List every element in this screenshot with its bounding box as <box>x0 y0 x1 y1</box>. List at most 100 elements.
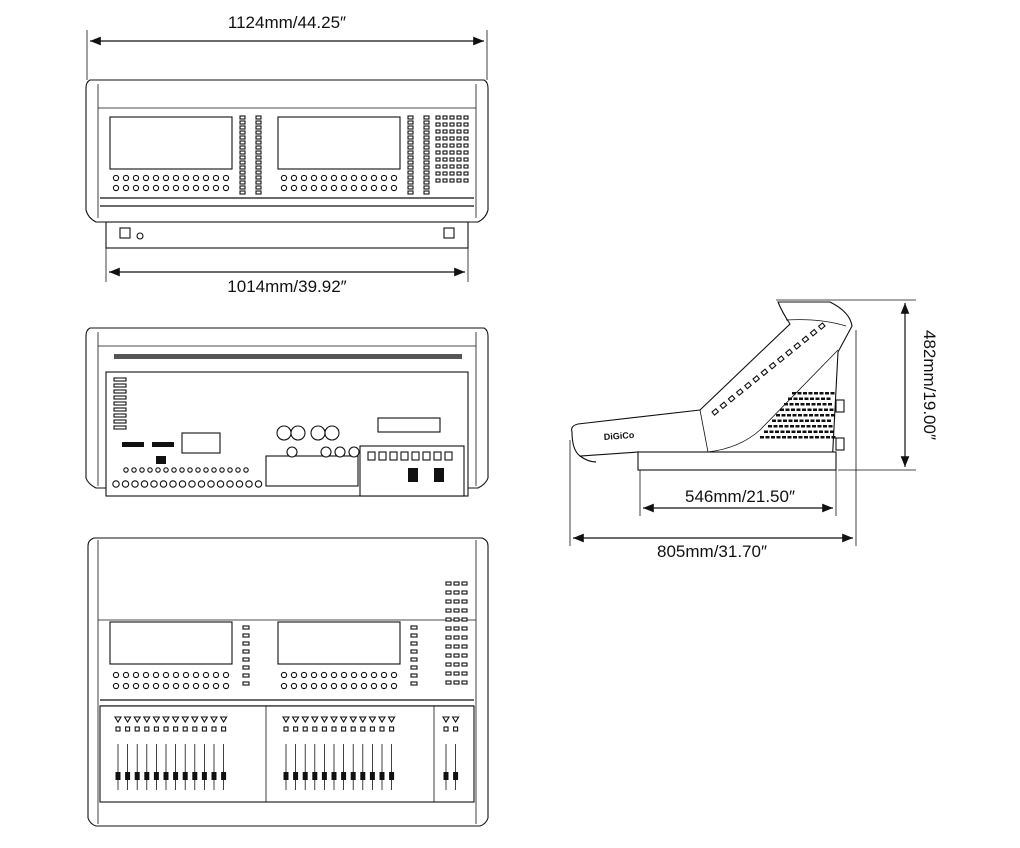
top-fader-strip <box>114 716 460 790</box>
vent-slot <box>788 419 793 422</box>
button <box>239 190 246 195</box>
button <box>461 635 468 640</box>
button <box>435 157 441 162</box>
vent-slot <box>783 419 787 422</box>
fader-cap <box>360 772 366 780</box>
vent-slot <box>771 436 775 439</box>
button <box>456 164 462 169</box>
button <box>239 125 246 130</box>
button <box>407 130 414 135</box>
button <box>463 129 469 134</box>
vent-slot <box>820 436 825 439</box>
knob <box>310 682 318 690</box>
button <box>221 726 227 732</box>
button <box>163 726 169 732</box>
button <box>461 608 468 613</box>
vent-slot <box>799 397 803 400</box>
button <box>255 120 262 125</box>
vent-slot <box>785 408 790 411</box>
button <box>445 662 452 667</box>
connector <box>163 467 169 473</box>
button <box>463 122 469 127</box>
button <box>239 115 246 120</box>
button <box>445 581 452 586</box>
select-triangle <box>310 716 319 724</box>
knob <box>390 174 398 182</box>
button <box>456 129 462 134</box>
select-triangle <box>358 716 367 724</box>
button <box>407 165 414 170</box>
vent-slot <box>798 414 802 417</box>
vent-slot <box>797 392 802 395</box>
connector <box>113 419 127 424</box>
connector <box>188 480 196 488</box>
vent-slot <box>804 436 808 439</box>
vent-slot <box>810 397 814 400</box>
button <box>255 125 262 130</box>
button <box>242 633 250 638</box>
vent-slot <box>826 436 830 439</box>
knob <box>202 174 210 182</box>
select-triangle <box>210 716 218 724</box>
knob <box>192 682 200 690</box>
vent-slot <box>780 430 785 433</box>
vent-slot <box>786 430 790 433</box>
vent-slot <box>792 392 796 395</box>
button <box>239 160 246 165</box>
button <box>423 130 430 135</box>
knob <box>192 174 200 182</box>
connector <box>219 467 225 473</box>
vent-slot <box>809 414 813 417</box>
button <box>423 155 430 160</box>
button <box>463 178 469 183</box>
connector <box>411 451 420 461</box>
select-triangle <box>200 716 209 724</box>
button <box>435 115 441 120</box>
connector <box>123 467 129 473</box>
knob <box>320 184 328 192</box>
knob <box>300 174 308 182</box>
vent-slot <box>814 414 819 417</box>
control <box>785 348 793 357</box>
button <box>423 190 430 195</box>
button <box>442 143 448 148</box>
vent-slot <box>792 414 797 417</box>
front-knob-row <box>112 174 398 192</box>
vent-slot <box>812 425 816 428</box>
fader-cap <box>163 772 169 780</box>
top-button-columns <box>242 581 468 686</box>
button <box>435 150 441 155</box>
vent-slot <box>813 408 817 411</box>
fader-cap <box>201 772 207 780</box>
button <box>410 641 418 646</box>
button <box>435 164 441 169</box>
knob <box>350 671 358 679</box>
knob <box>280 184 288 192</box>
button <box>463 171 469 176</box>
button <box>453 680 460 685</box>
connector <box>179 467 185 473</box>
knob <box>162 671 170 679</box>
select-triangle <box>123 716 132 724</box>
knob <box>390 184 398 192</box>
button <box>442 157 448 162</box>
fader-cap <box>144 772 150 780</box>
button <box>407 175 414 180</box>
vent-slot <box>776 414 780 417</box>
knob <box>212 671 220 679</box>
knob <box>142 174 150 182</box>
vent-slot <box>816 419 820 422</box>
knob <box>300 184 308 192</box>
vent-slot <box>818 408 823 411</box>
button <box>463 143 469 148</box>
fader-cap <box>379 772 385 780</box>
button <box>239 140 246 145</box>
fader-cap <box>153 772 159 780</box>
connector <box>113 407 127 412</box>
vent-slot <box>811 403 816 406</box>
connector <box>195 467 201 473</box>
button <box>461 617 468 622</box>
connector <box>235 467 241 473</box>
button <box>453 653 460 658</box>
button <box>423 125 430 130</box>
